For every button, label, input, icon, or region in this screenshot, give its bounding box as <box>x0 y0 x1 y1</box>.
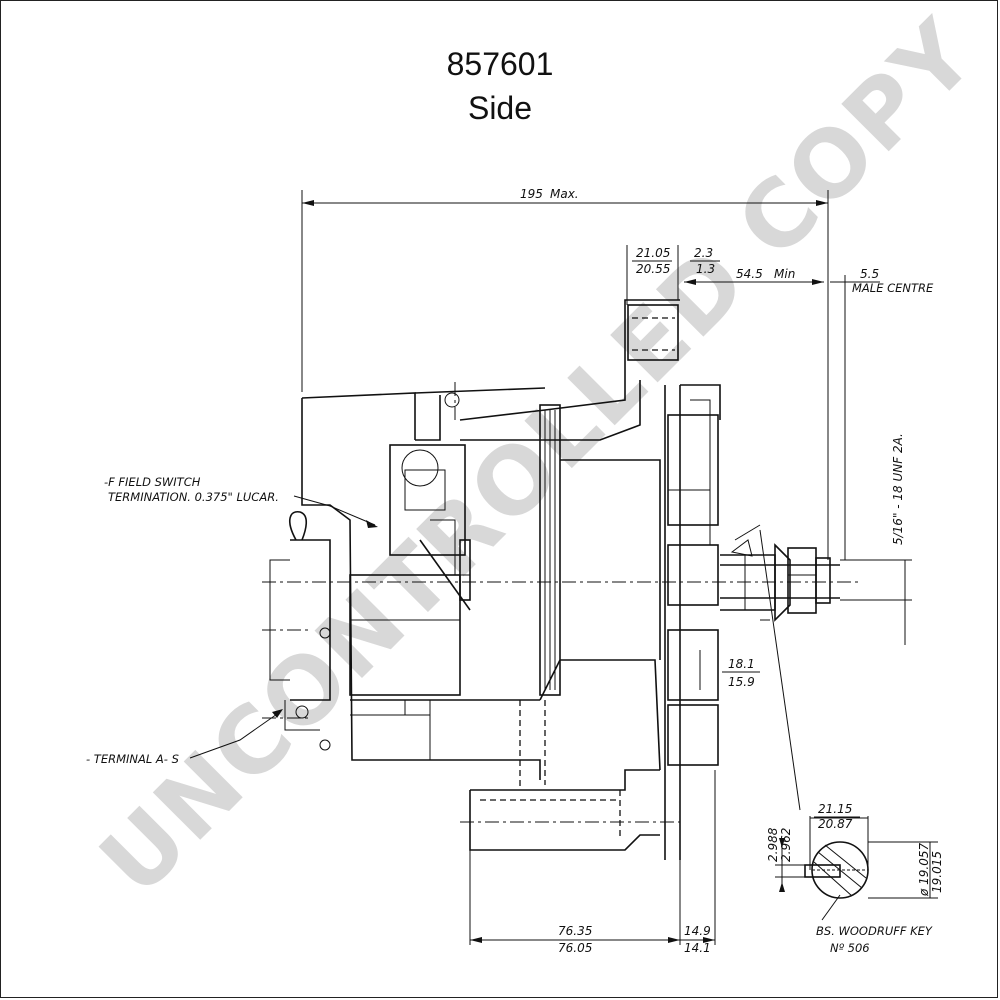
dim-19-015: 19.015 <box>930 851 944 893</box>
dim-54-5-qualifier: Min <box>774 267 795 281</box>
centre-lines <box>262 382 860 823</box>
overall-length-value: 195 <box>520 187 543 201</box>
woodruff-key-detail: 21.15 20.87 2.988 2.962 ø 19.057 19.015 … <box>766 802 944 955</box>
dim-76-05: 76.05 <box>558 941 592 955</box>
dim-14-1: 14.1 <box>684 941 711 955</box>
terminal-note: - TERMINAL A- S <box>86 709 283 766</box>
dim-54-5: 54.5 Min <box>684 267 824 285</box>
view-name-title: Side <box>467 90 533 126</box>
dim-bottom: 76.35 76.05 14.9 14.1 <box>469 770 716 955</box>
key-note-line2: Nº 506 <box>830 941 870 955</box>
field-switch-line1: -F FIELD SWITCH <box>104 475 201 489</box>
dim-18-1-value: 18.1 <box>728 657 755 671</box>
dim-20-87: 20.87 <box>818 817 853 831</box>
dim-2-3: 2.3 <box>694 246 713 260</box>
dim-14-9: 14.9 <box>684 924 711 938</box>
dim-5-5: 5.5 MALE CENTRE <box>830 267 934 560</box>
dim-5-5-note: MALE CENTRE <box>852 281 934 295</box>
dim-flange-upper: 21.05 20.55 2.3 1.3 <box>626 245 720 305</box>
part-number-title: 857601 <box>446 46 554 82</box>
dim-20-55: 20.55 <box>636 262 670 276</box>
thread-callout: 5/16" - 18 UNF 2A. <box>840 433 912 645</box>
dim-2-962: 2.962 <box>779 828 793 862</box>
key-note-line1: BS. WOODRUFF KEY <box>816 924 933 938</box>
dim-15-9-value: 15.9 <box>728 675 755 689</box>
dim-21-05: 21.05 <box>636 246 670 260</box>
overall-length-qualifier: Max. <box>550 187 579 201</box>
terminal-label: - TERMINAL A- S <box>86 752 179 766</box>
dim-54-5-value: 54.5 <box>736 267 763 281</box>
dim-5-5-value: 5.5 <box>860 267 879 281</box>
dim-1-3: 1.3 <box>696 262 715 276</box>
field-switch-note: -F FIELD SWITCH TERMINATION. 0.375" LUCA… <box>104 475 378 528</box>
watermark: UNCONTROLLED COPY <box>80 0 996 916</box>
alternator-body <box>269 299 840 860</box>
dim-overall-length: 195 Max. <box>301 187 829 560</box>
dim-21-15: 21.15 <box>818 802 852 816</box>
field-switch-line2: TERMINATION. 0.375" LUCAR. <box>108 490 279 504</box>
thread-spec: 5/16" - 18 UNF 2A. <box>891 433 905 545</box>
dim-2-988: 2.988 <box>766 827 780 862</box>
dim-18-1: 18.1 15.9 <box>722 657 760 689</box>
dim-76-35: 76.35 <box>558 924 592 938</box>
dim-19-057: ø 19.057 <box>917 842 931 897</box>
